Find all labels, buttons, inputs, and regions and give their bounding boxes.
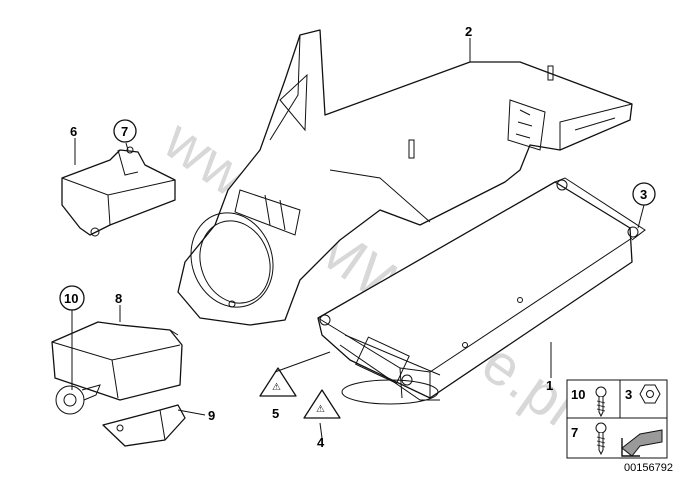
callout-1[interactable]: 1 [546, 378, 553, 393]
callout-5[interactable]: 5 [272, 406, 279, 421]
svg-text:⚠: ⚠ [316, 404, 325, 415]
callout-8[interactable]: 8 [115, 291, 122, 306]
callout-7-circle [113, 119, 137, 143]
part-5-warning-label[interactable]: ⚠ [259, 367, 297, 397]
callout-10[interactable]: 10 [64, 291, 78, 306]
callout-9[interactable]: 9 [208, 408, 215, 423]
screw-icon [595, 386, 607, 418]
callout-2[interactable]: 2 [465, 24, 472, 39]
arrow-icon [621, 429, 663, 457]
svg-text:⚠: ⚠ [272, 382, 281, 393]
leader-lines [71, 38, 645, 439]
legend-label-10: 10 [571, 387, 585, 402]
callout-7[interactable]: 7 [121, 124, 128, 139]
diagram-id: 00156792 [624, 462, 673, 474]
part-4-warning-label[interactable]: ⚠ [303, 389, 341, 419]
part-6-module[interactable] [61, 146, 176, 237]
legend-label-3: 3 [625, 387, 632, 402]
screw-icon [595, 422, 607, 456]
fastener-legend: 10 3 7 00156792 [566, 379, 673, 474]
nut-icon [639, 384, 661, 404]
part-9-bracket[interactable] [102, 404, 186, 447]
callout-6[interactable]: 6 [70, 124, 77, 139]
part-1-control-unit[interactable] [317, 177, 646, 405]
callout-3-circle [632, 182, 656, 206]
callout-3[interactable]: 3 [640, 187, 647, 202]
part-2-bracket[interactable] [177, 29, 633, 326]
callout-10-circle [59, 285, 85, 311]
callout-4[interactable]: 4 [317, 435, 325, 450]
legend-label-7: 7 [571, 425, 578, 440]
